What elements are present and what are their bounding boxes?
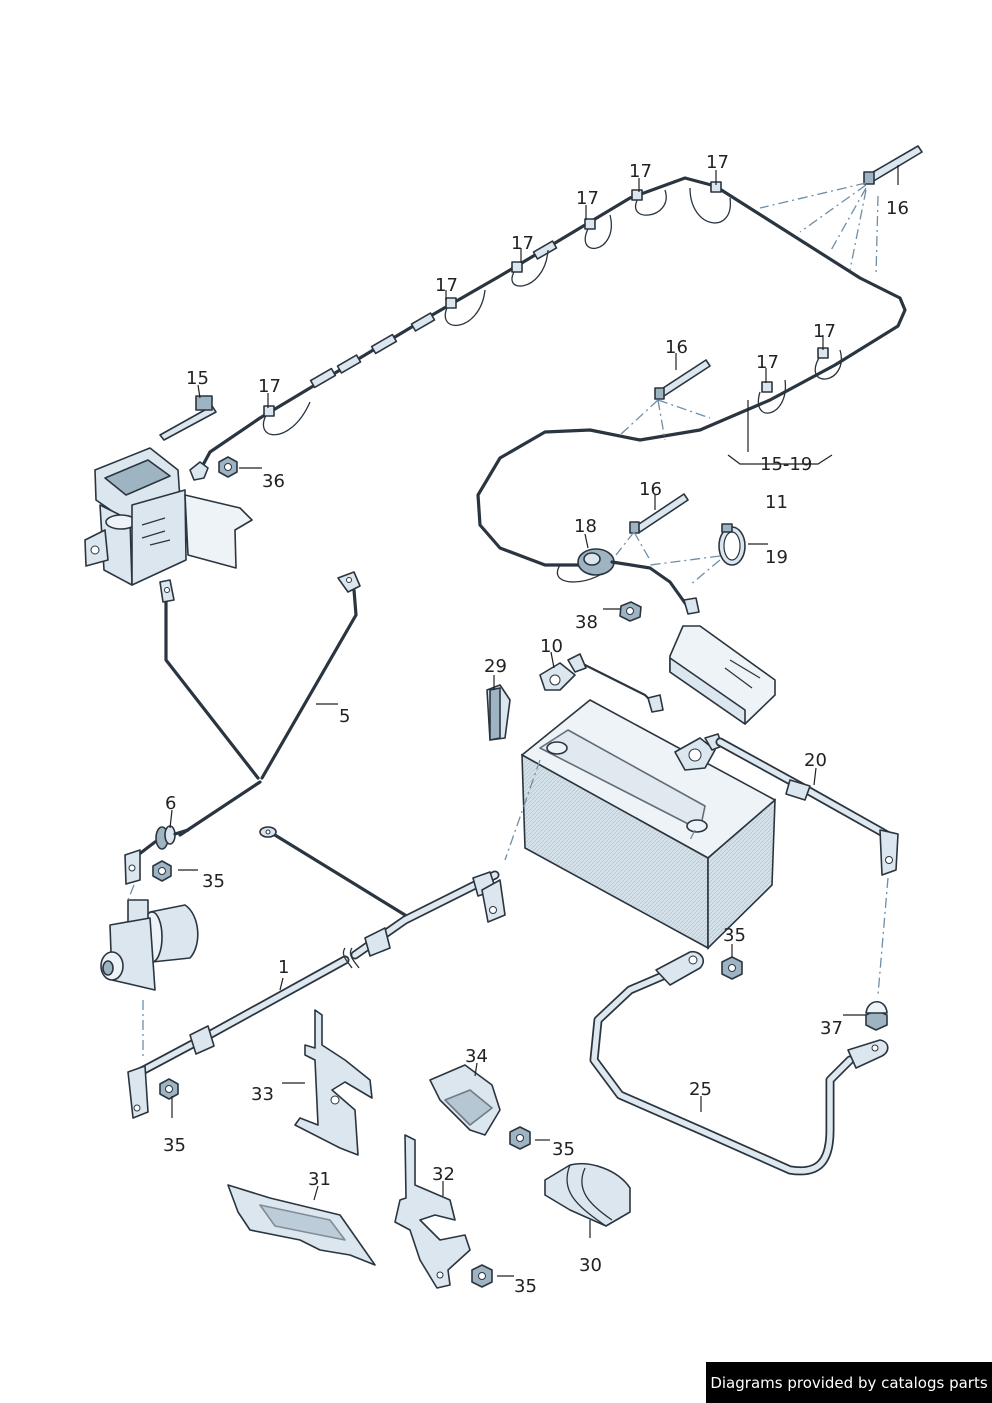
label-16-low: 16 (639, 479, 662, 500)
label-32: 32 (432, 1164, 455, 1185)
cable-tie-16-top (863, 145, 923, 185)
watermark-banner: Diagrams provided by catalogs parts (706, 1362, 992, 1403)
label-1: 1 (278, 957, 289, 978)
label-33: 33 (251, 1084, 274, 1105)
heat-shield-31 (227, 1184, 376, 1266)
bracket-33 (294, 1009, 373, 1156)
grommet-18 (577, 548, 700, 615)
dash-guides-upper (615, 182, 879, 586)
bracket-32 (394, 1134, 471, 1289)
starter-motor (100, 884, 199, 991)
cover-30 (544, 1163, 631, 1227)
label-10: 10 (540, 636, 563, 657)
label-17-g: 17 (813, 321, 836, 342)
nut-35-bracket-34 (509, 1126, 531, 1150)
terminal-cover-29 (486, 684, 511, 741)
nut-35-upper (152, 860, 172, 882)
bracket-34 (429, 1064, 501, 1136)
cable-25 (589, 950, 889, 1176)
nut-35-battery (721, 956, 743, 980)
grommet-6 (124, 825, 190, 885)
label-5: 5 (339, 706, 350, 727)
label-38: 38 (575, 612, 598, 633)
label-17-h: 17 (756, 352, 779, 373)
label-18: 18 (574, 516, 597, 537)
battery-terminal-clamp-10 (539, 653, 664, 713)
nut-35-lower-left (159, 1078, 179, 1100)
hose-clamp-19 (718, 523, 746, 566)
control-module (669, 625, 776, 725)
fuse-box-carrier (84, 447, 253, 586)
cap-nut-37 (865, 1000, 888, 1031)
harness-loop-branches (262, 187, 842, 583)
harness-ring-terminal (189, 461, 209, 481)
label-17-b: 17 (629, 161, 652, 182)
label-34: 34 (465, 1046, 488, 1067)
label-15: 15 (186, 368, 209, 389)
cable-tie-16-mid (654, 359, 711, 400)
label-29: 29 (484, 656, 507, 677)
label-16-mid: 16 (665, 337, 688, 358)
label-35-a: 35 (202, 871, 225, 892)
label-17-a: 17 (706, 152, 729, 173)
label-17-c: 17 (576, 188, 599, 209)
label-35-b: 35 (723, 925, 746, 946)
label-35-c: 35 (163, 1135, 186, 1156)
label-11: 11 (765, 492, 788, 513)
label-36: 36 (262, 471, 285, 492)
nut-38 (619, 601, 642, 622)
harness-sleeves (309, 240, 558, 389)
battery (504, 699, 776, 950)
label-17-e: 17 (435, 275, 458, 296)
cable-5 (159, 571, 361, 837)
label-19: 19 (765, 547, 788, 568)
nut-36 (218, 456, 238, 478)
label-30: 30 (579, 1255, 602, 1276)
callout-labels: 16 17 17 17 17 17 17 17 17 15 16 15-19 1… (163, 152, 909, 1297)
cable-20 (674, 733, 899, 996)
label-17-f: 17 (258, 376, 281, 397)
upper-wiring-harness (189, 176, 907, 583)
label-15-19: 15-19 (760, 454, 812, 475)
label-35-d: 35 (552, 1139, 575, 1160)
cable-tie-16-low (629, 493, 689, 534)
leader-lines (169, 165, 899, 1277)
label-35-e: 35 (514, 1276, 537, 1297)
wire-clips-17 (263, 181, 829, 417)
cable-1 (127, 826, 506, 1119)
clip-15 (159, 395, 217, 441)
label-20: 20 (804, 750, 827, 771)
label-31: 31 (308, 1169, 331, 1190)
label-25: 25 (689, 1079, 712, 1100)
nut-35-bracket-32 (471, 1264, 493, 1288)
label-17-d: 17 (511, 233, 534, 254)
label-6: 6 (165, 793, 176, 814)
label-16-top: 16 (886, 198, 909, 219)
label-37: 37 (820, 1018, 843, 1039)
